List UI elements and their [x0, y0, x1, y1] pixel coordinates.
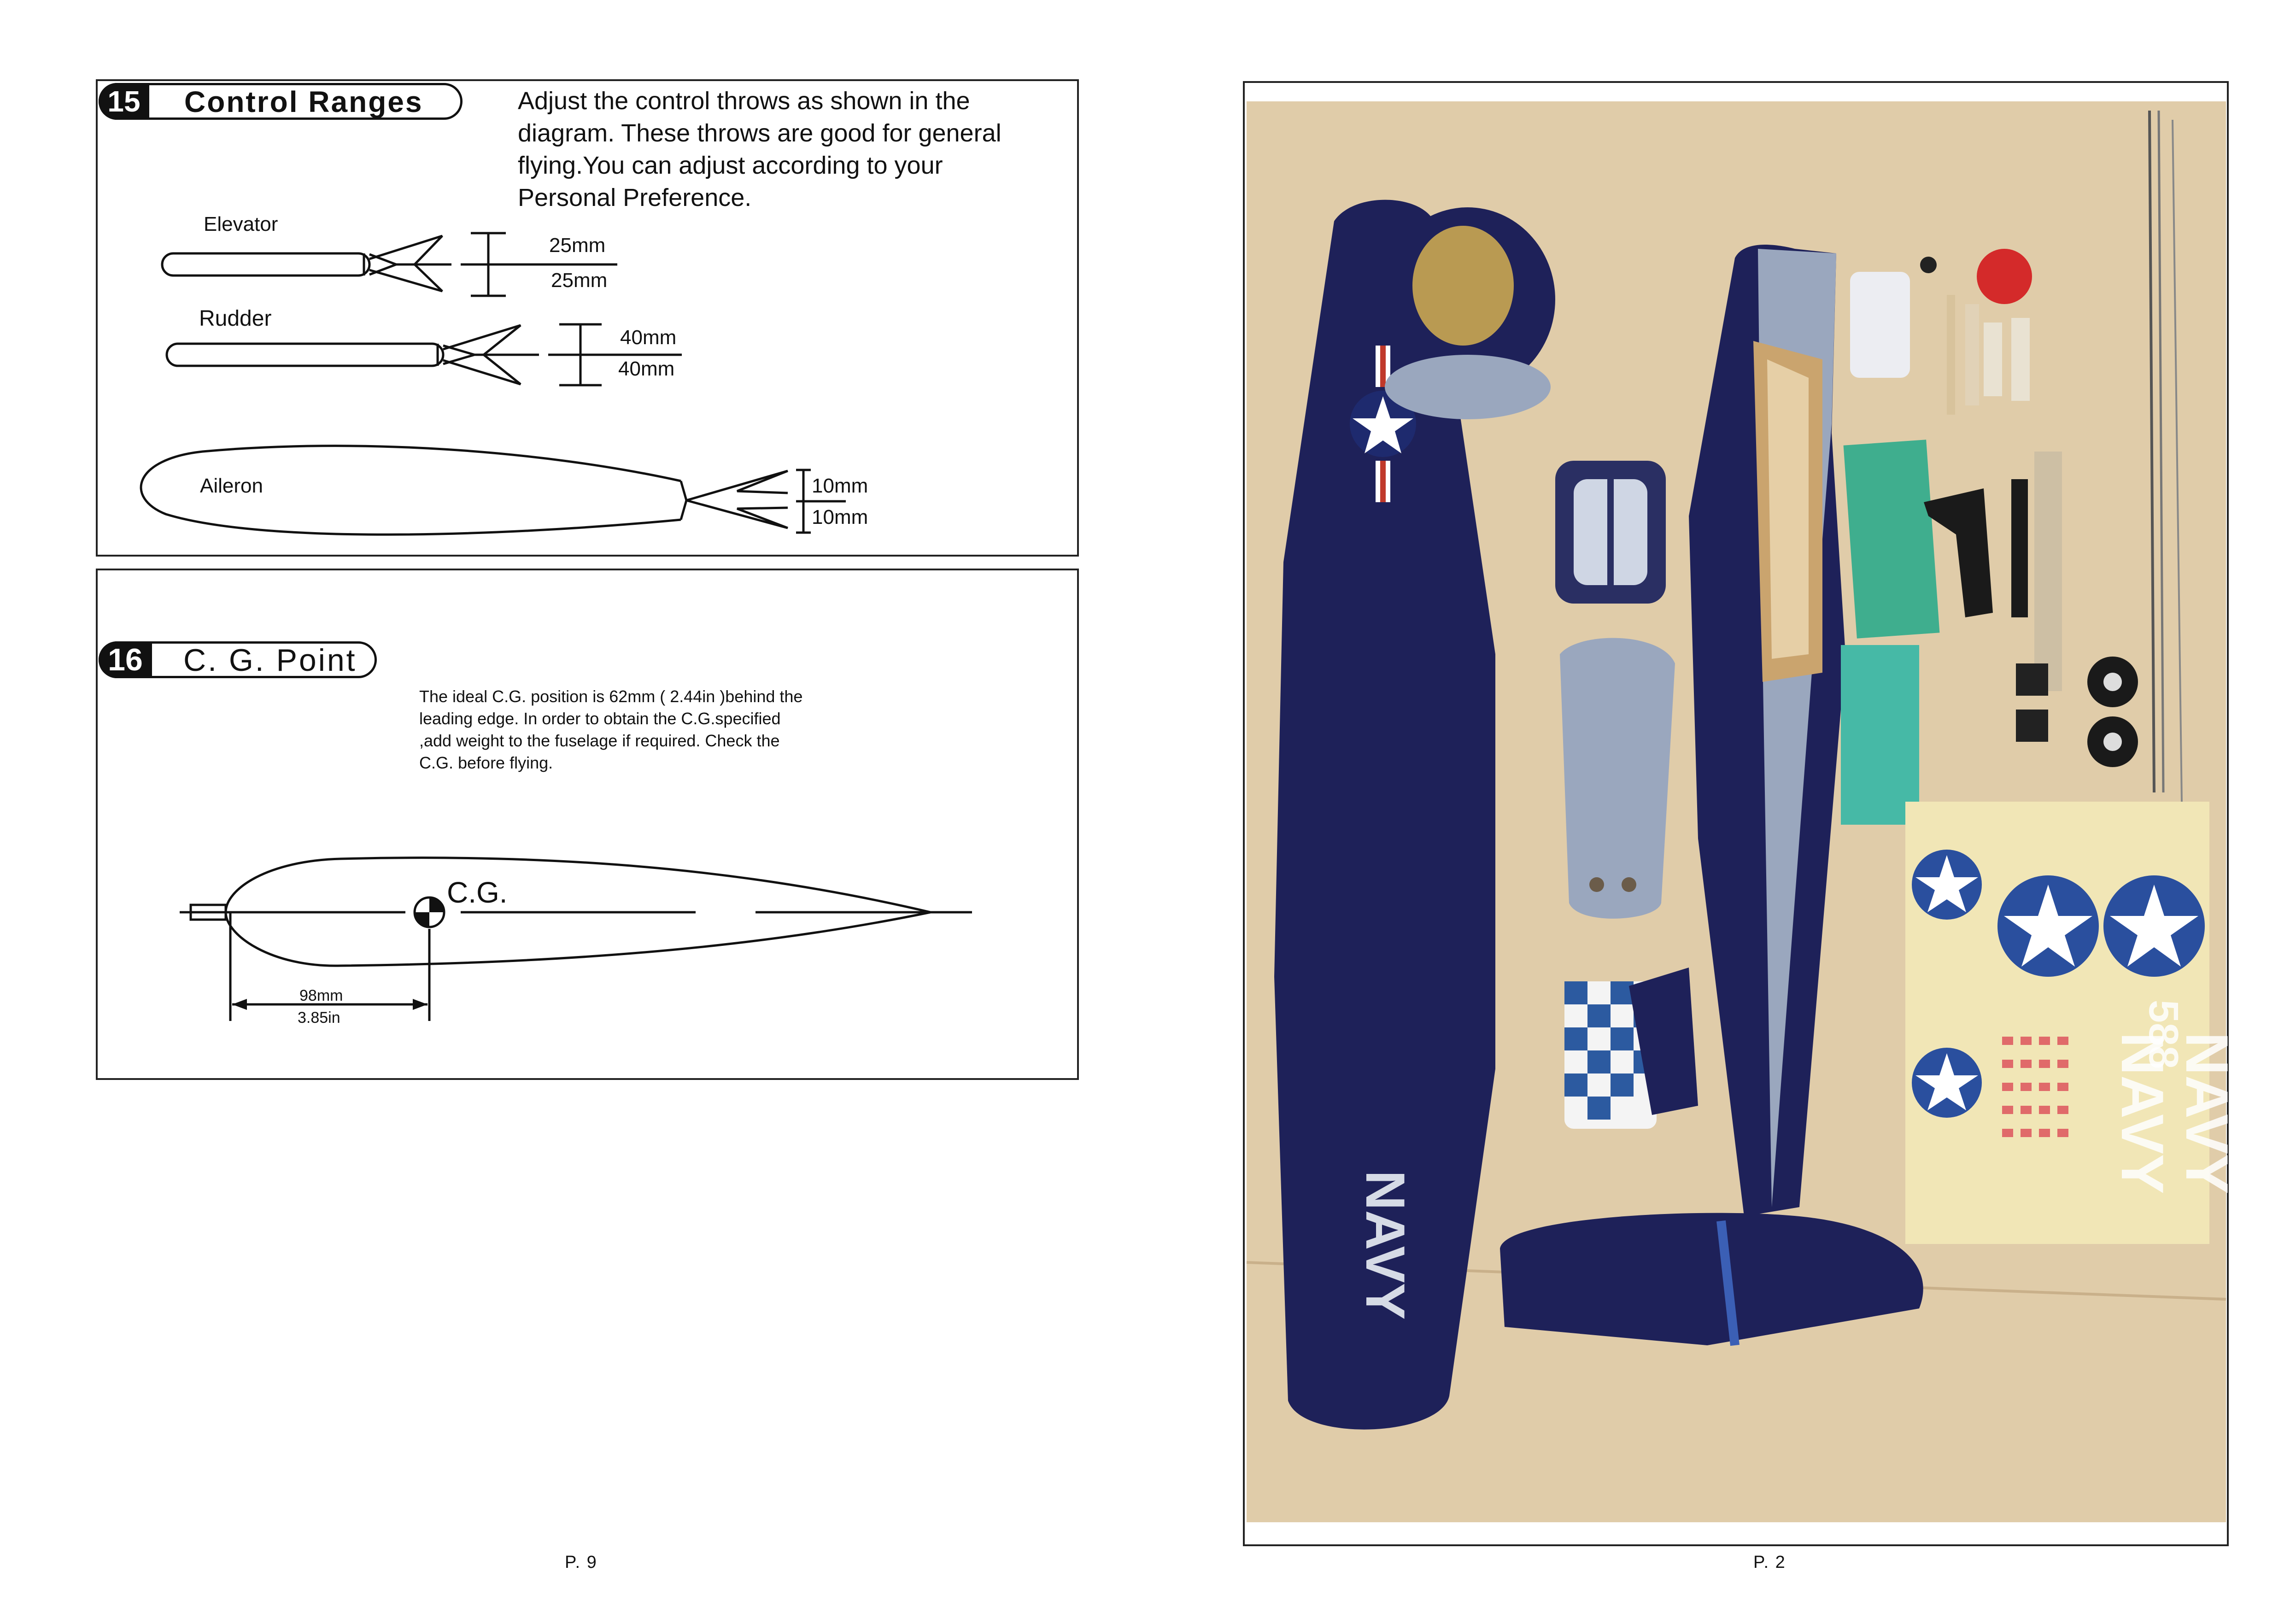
- section-16-box: [96, 569, 1079, 1080]
- horizontal-stabilizer: [1500, 1213, 1923, 1345]
- elevator-diagram: [161, 232, 617, 297]
- main-wing: [1274, 199, 1495, 1430]
- decal-star-1: [1912, 850, 1982, 920]
- rudder-diagram: [165, 323, 682, 387]
- aileron-down-throw: 10mm: [812, 506, 868, 528]
- photo-frame: [1243, 81, 2229, 1546]
- section-15-box: [96, 79, 1079, 557]
- decal-navy-text-1: NAVY: [2109, 1032, 2176, 1194]
- desc-line: diagram. These throws are good for gener…: [518, 119, 1002, 147]
- decal-star-2: [1997, 875, 2099, 977]
- desc-line: The ideal C.G. position is 62mm ( 2.44in…: [419, 687, 803, 706]
- desc-line: Personal Preference.: [518, 184, 752, 211]
- aileron-label: Aileron: [200, 475, 263, 497]
- cg-dimension-in: 3.85in: [298, 1009, 340, 1027]
- cg-label: C.G.: [447, 876, 508, 909]
- kit-contents-photo: NAVY: [1246, 101, 2241, 1522]
- elevator-up-throw: 25mm: [549, 234, 606, 257]
- elevator-label: Elevator: [204, 213, 278, 235]
- decal-star-3: [2103, 875, 2205, 977]
- desc-line: Adjust the control throws as shown in th…: [518, 87, 970, 115]
- left-page-number: P. 9: [565, 1553, 597, 1572]
- section-15-title: Control Ranges: [184, 85, 423, 118]
- desc-line: C.G. before flying.: [419, 753, 553, 772]
- desc-line: leading edge. In order to obtain the C.G…: [419, 709, 781, 728]
- right-page-number: P. 2: [1753, 1553, 1786, 1572]
- aileron-diagram: [140, 445, 846, 536]
- decal-number-text: 588: [2140, 1000, 2186, 1069]
- checkered-tail: [1564, 981, 1657, 1129]
- desc-line: ,add weight to the fuselage if required.…: [419, 731, 780, 750]
- rudder-up-throw: 40mm: [620, 326, 677, 349]
- rudder-down-throw: 40mm: [618, 358, 675, 380]
- elevator-down-throw: 25mm: [551, 269, 608, 292]
- section-15-header: [99, 83, 463, 120]
- section-15-description: Adjust the control throws as shown in th…: [518, 85, 1002, 214]
- section-15-number: 15: [99, 83, 149, 120]
- rudder-label: Rudder: [199, 306, 272, 331]
- section-16-title: C. G. Point: [183, 643, 357, 678]
- desc-line: flying.You can adjust according to your: [518, 152, 943, 179]
- decal-star-4: [1912, 1048, 1982, 1118]
- aileron-up-throw: 10mm: [812, 475, 868, 497]
- decal-navy-text-2: NAVY: [2173, 1032, 2241, 1194]
- section-16-number: 16: [99, 641, 152, 678]
- cg-dimension-mm: 98mm: [299, 987, 343, 1004]
- section-16-description: The ideal C.G. position is 62mm ( 2.44in…: [419, 686, 802, 774]
- cg-airfoil-diagram: [180, 856, 972, 1021]
- wing-navy-text: NAVY: [1354, 1170, 1416, 1320]
